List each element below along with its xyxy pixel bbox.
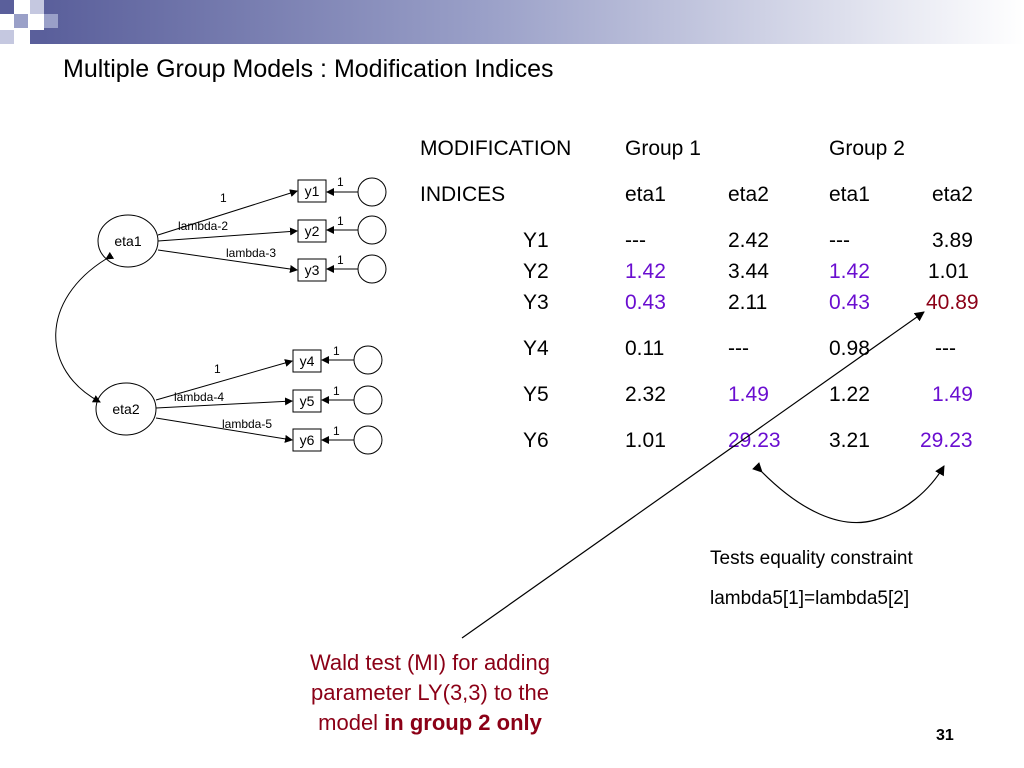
cell-y6-g1-eta2: 29.23 bbox=[728, 429, 781, 452]
table-header-g1-eta1: eta1 bbox=[625, 183, 666, 206]
cell-y5-g1-eta2: 1.49 bbox=[728, 383, 769, 406]
cell-y2-g2-eta2: 1.01 bbox=[928, 260, 969, 283]
cell-y4-g2-eta1: 0.98 bbox=[829, 337, 870, 360]
error-label-y3: 1 bbox=[337, 253, 344, 267]
indicator-label-y5: y5 bbox=[300, 393, 315, 409]
cell-y3-g1-eta1: 0.43 bbox=[625, 291, 666, 314]
row-label-y1: Y1 bbox=[523, 229, 549, 252]
cell-y1-g1-eta1: --- bbox=[625, 229, 646, 252]
error-label-y2: 1 bbox=[337, 214, 344, 228]
cell-y6-g1-eta1: 1.01 bbox=[625, 429, 666, 452]
loading-arrow-y3 bbox=[157, 249, 298, 273]
row-label-y4: Y4 bbox=[523, 337, 549, 360]
table-header-g1-eta2: eta2 bbox=[728, 183, 769, 206]
page-number: 31 bbox=[936, 727, 954, 744]
loading-label-y5: lambda-4 bbox=[174, 390, 224, 404]
corner-square-5 bbox=[30, 30, 44, 44]
row-label-y2: Y2 bbox=[523, 260, 549, 283]
table-header-indices: INDICES bbox=[420, 183, 506, 206]
cell-y4-g1-eta2: --- bbox=[728, 337, 749, 360]
corner-square-6 bbox=[44, 14, 58, 28]
row-label-y5: Y5 bbox=[523, 383, 549, 406]
equality-note-line1: Tests equality constraint bbox=[710, 548, 913, 569]
equality-connector-curve bbox=[752, 462, 945, 524]
loading-label-y1: 1 bbox=[220, 191, 227, 205]
cell-y2-g2-eta1: 1.42 bbox=[829, 260, 870, 283]
wald-pointer-line bbox=[461, 311, 925, 639]
factor-label-eta2: eta2 bbox=[112, 401, 139, 417]
wald-note-line1: Wald test (MI) for adding bbox=[309, 650, 551, 675]
error-label-y1: 1 bbox=[337, 175, 344, 189]
factor-label-eta1: eta1 bbox=[114, 233, 141, 249]
wald-note-line3: model in group 2 only bbox=[268, 708, 592, 738]
loading-arrow-y5 bbox=[155, 397, 293, 409]
corner-square-3 bbox=[30, 0, 44, 14]
loading-label-y4: 1 bbox=[214, 362, 221, 376]
loading-label-y6: lambda-5 bbox=[222, 417, 272, 431]
slide-title: Multiple Group Models : Modification Ind… bbox=[63, 55, 554, 83]
cell-y3-g2-eta2: 40.89 bbox=[926, 291, 979, 314]
indicator-label-y1: y1 bbox=[305, 183, 320, 199]
cell-y3-g1-eta2: 2.11 bbox=[728, 291, 768, 314]
corner-square-1 bbox=[0, 0, 14, 14]
cell-y3-g2-eta1: 0.43 bbox=[829, 291, 870, 314]
cell-y5-g2-eta1: 1.22 bbox=[829, 383, 870, 406]
wald-note-line2: parameter LY(3,3) to the bbox=[310, 680, 550, 705]
table-header-modification: MODIFICATION bbox=[420, 137, 572, 160]
wald-note-line3-bold: in group 2 only bbox=[384, 710, 542, 735]
wald-note-line3-prefix: model bbox=[318, 710, 385, 735]
loading-arrow-y1 bbox=[157, 189, 298, 236]
loading-arrow-y4 bbox=[155, 359, 293, 401]
cell-y1-g2-eta1: --- bbox=[829, 229, 850, 252]
cell-y1-g2-eta2: 3.89 bbox=[932, 229, 973, 252]
cell-y2-g1-eta2: 3.44 bbox=[728, 260, 769, 283]
cell-y2-g1-eta1: 1.42 bbox=[625, 260, 666, 283]
covariance-curve bbox=[55, 251, 115, 403]
table-header-g2-eta1: eta1 bbox=[829, 183, 870, 206]
equality-note-line2: lambda5[1]=lambda5[2] bbox=[710, 588, 910, 609]
wald-note: Wald test (MI) for adding parameter LY(3… bbox=[268, 648, 592, 738]
indicator-label-y6: y6 bbox=[300, 432, 315, 448]
cell-y6-g2-eta1: 3.21 bbox=[829, 429, 870, 452]
loading-arrow-y6 bbox=[155, 417, 293, 443]
path-diagram: eta1 eta2 y1 y2 y3 y4 y5 y6 1 lambda-2 l… bbox=[55, 175, 387, 455]
cell-y1-g1-eta2: 2.42 bbox=[728, 229, 769, 252]
indicator-label-y3: y3 bbox=[305, 262, 320, 278]
error-label-y4: 1 bbox=[333, 344, 340, 358]
table-header-group1: Group 1 bbox=[625, 137, 701, 160]
error-label-y6: 1 bbox=[333, 424, 340, 438]
row-label-y6: Y6 bbox=[523, 429, 549, 452]
error-label-y5: 1 bbox=[333, 384, 340, 398]
cell-y5-g2-eta2: 1.49 bbox=[932, 383, 973, 406]
table-header-g2-eta2: eta2 bbox=[932, 183, 973, 206]
loading-label-y2: lambda-2 bbox=[178, 219, 228, 233]
cell-y4-g1-eta1: 0.11 bbox=[625, 337, 665, 360]
indicator-label-y2: y2 bbox=[305, 223, 320, 239]
loading-label-y3: lambda-3 bbox=[226, 246, 276, 260]
cell-y6-g2-eta2: 29.23 bbox=[920, 429, 973, 452]
cell-y5-g1-eta1: 2.32 bbox=[625, 383, 666, 406]
loading-arrow-y2 bbox=[157, 227, 298, 242]
title-bar bbox=[44, 0, 1024, 44]
corner-square-4 bbox=[0, 30, 14, 44]
corner-square-2 bbox=[14, 14, 28, 28]
table-header-group2: Group 2 bbox=[829, 137, 905, 160]
cell-y4-g2-eta2: --- bbox=[935, 337, 956, 360]
indicator-label-y4: y4 bbox=[300, 353, 315, 369]
row-label-y3: Y3 bbox=[523, 291, 549, 314]
